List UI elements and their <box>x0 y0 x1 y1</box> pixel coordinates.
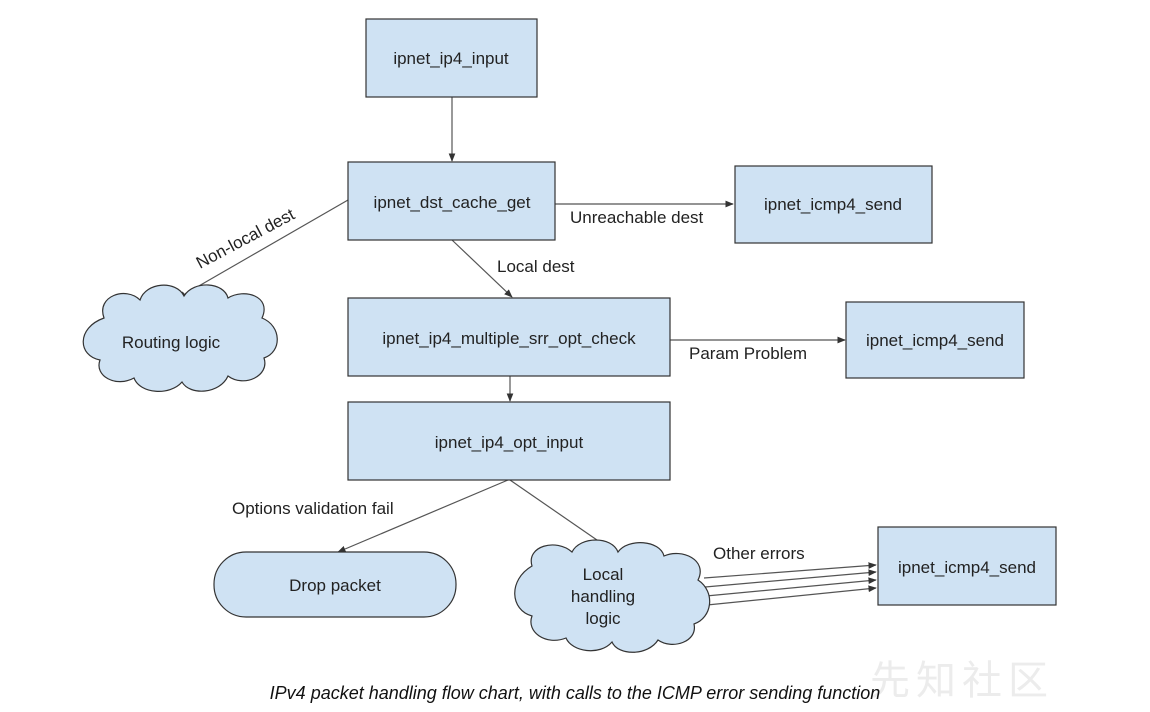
node-local-handling-line3: logic <box>586 609 621 628</box>
node-dst-cache-get: ipnet_dst_cache_get <box>347 161 556 241</box>
edges <box>177 97 877 606</box>
edge-local-to-icmp3-b <box>704 569 877 588</box>
label-local-dest: Local dest <box>497 257 575 276</box>
figure-caption: IPv4 packet handling flow chart, with ca… <box>269 683 881 703</box>
node-icmp4-send-3: ipnet_icmp4_send <box>877 526 1057 606</box>
node-opt-input: ipnet_ip4_opt_input <box>347 401 671 481</box>
node-routing-logic-cloud: Routing logic <box>82 284 278 392</box>
node-ip4-input: ipnet_ip4_input <box>365 18 538 98</box>
node-drop-packet-label: Drop packet <box>289 576 381 595</box>
label-other-errors: Other errors <box>713 544 805 563</box>
label-non-local-dest: Non-local dest <box>193 205 298 273</box>
node-local-handling-line1: Local <box>583 565 624 584</box>
node-srr-opt-check-label: ipnet_ip4_multiple_srr_opt_check <box>382 329 636 348</box>
node-dst-cache-get-label: ipnet_dst_cache_get <box>374 193 531 212</box>
node-ip4-input-label: ipnet_ip4_input <box>393 49 509 68</box>
node-srr-opt-check: ipnet_ip4_multiple_srr_opt_check <box>347 297 671 377</box>
node-icmp4-send-1: ipnet_icmp4_send <box>734 165 933 244</box>
node-routing-logic-label: Routing logic <box>122 333 221 352</box>
edge-local-to-icmp3-a <box>703 562 877 579</box>
node-icmp4-send-2-label: ipnet_icmp4_send <box>866 331 1004 350</box>
edge-local-to-icmp3-d <box>706 585 877 606</box>
node-icmp4-send-1-label: ipnet_icmp4_send <box>764 195 902 214</box>
watermark: 先知社区 <box>870 658 1054 704</box>
edge-cache-to-srr <box>451 239 513 298</box>
node-icmp4-send-3-label: ipnet_icmp4_send <box>898 558 1036 577</box>
node-drop-packet: Drop packet <box>213 551 457 618</box>
edge-local-to-icmp3-c <box>705 577 877 597</box>
node-local-handling-line2: handling <box>571 587 635 606</box>
edge-optinput-to-local <box>509 479 611 550</box>
label-options-validation-fail: Options validation fail <box>232 499 394 518</box>
label-param-problem: Param Problem <box>689 344 807 363</box>
node-icmp4-send-2: ipnet_icmp4_send <box>845 301 1025 379</box>
edge-optinput-to-drop <box>337 479 509 553</box>
edge-cache-to-routing <box>177 199 349 299</box>
node-local-handling-cloud: Local handling logic <box>514 539 711 653</box>
label-unreachable-dest: Unreachable dest <box>570 208 704 227</box>
node-opt-input-label: ipnet_ip4_opt_input <box>435 433 584 452</box>
